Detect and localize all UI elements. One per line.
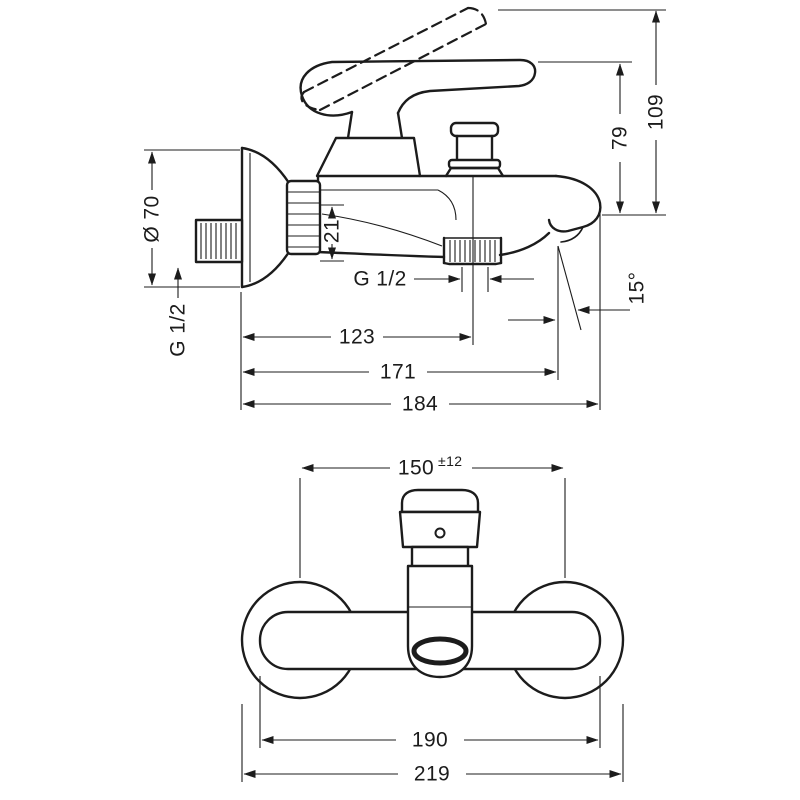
ext-150 — [299, 478, 566, 578]
wall-escutcheon — [240, 146, 322, 289]
dimension-21: 21 — [321, 206, 344, 260]
dimension-184: 184 — [242, 393, 599, 416]
aerator-knurling — [449, 240, 496, 262]
handle-neck — [346, 110, 404, 140]
dimension-171: 171 — [242, 316, 557, 384]
dim-171-label: 171 — [380, 361, 416, 384]
front-view-dimensions: 150 ±12 190 219 — [243, 453, 622, 786]
body-underside-left — [316, 250, 446, 259]
dim-dia70-label: Ø 70 — [141, 195, 164, 242]
lever-handle-outline — [299, 58, 537, 117]
handle-front — [398, 488, 482, 569]
dimension-15deg: 15° — [577, 272, 649, 314]
side-view-extension-lines — [144, 9, 666, 410]
escutcheon-cone-bottom — [240, 250, 291, 289]
dimension-dia70: Ø 70 — [141, 151, 164, 286]
spout-stream-angle-line — [557, 245, 582, 331]
dimension-79: 79 — [609, 63, 632, 214]
dimension-219: 219 — [243, 763, 622, 786]
nipple-body — [194, 218, 244, 264]
dim-150-label: 150 — [398, 457, 434, 480]
ext-219 — [241, 704, 624, 782]
side-view: 109 79 Ø 70 G 1/2 21 — [141, 6, 668, 416]
dashed-lever-bottom-line — [318, 22, 488, 112]
dim-79-label: 79 — [609, 126, 632, 150]
front-view-extension-lines — [241, 478, 624, 782]
aerator-sides — [442, 236, 503, 265]
dimension-150: 150 ±12 — [301, 453, 564, 480]
dim-109-label: 109 — [645, 94, 668, 130]
dimension-outlet-thread: G 1/2 — [353, 268, 534, 291]
front-view: 150 ±12 190 219 — [240, 453, 625, 786]
body-underside-right — [498, 231, 551, 257]
dim-150-tolerance-label: ±12 — [438, 453, 462, 469]
spout-lip-inner — [560, 226, 584, 243]
spout-nose — [547, 174, 602, 233]
dimension-109: 109 — [645, 10, 668, 214]
dim-123-label: 123 — [339, 326, 375, 349]
diverter-cap — [449, 121, 500, 138]
handle-screw-dot — [434, 527, 446, 539]
dimension-123: 123 — [242, 326, 472, 349]
dimension-inlet-thread: G 1/2 — [167, 267, 190, 357]
ext-21 — [320, 204, 344, 262]
diverter-base — [444, 166, 505, 178]
dim-190-label: 190 — [412, 729, 448, 752]
dashed-lever-top-line — [302, 6, 470, 94]
dim-15deg-label: 15° — [626, 272, 649, 305]
dim-21-label: 21 — [321, 219, 344, 243]
outlet-thread-label: G 1/2 — [353, 268, 406, 291]
handle-neck-front — [410, 545, 470, 569]
dim-184-label: 184 — [402, 393, 438, 416]
ext-190 — [259, 676, 601, 748]
wall-nipple — [194, 218, 244, 264]
dashed-lever-tip — [466, 6, 488, 26]
ext-dia70 — [144, 149, 240, 288]
ext-outlet-thread — [461, 267, 489, 292]
inlet-thread-label: G 1/2 — [167, 303, 190, 356]
handle-cap — [400, 488, 480, 514]
cartridge-housing — [315, 136, 422, 178]
handle-raised-position-dashed — [300, 6, 488, 112]
diverter-knob — [444, 121, 505, 178]
escutcheon-cone-top — [240, 146, 291, 185]
spout-opening — [411, 636, 469, 666]
dimension-190: 190 — [261, 729, 599, 752]
side-view-dimensions: 109 79 Ø 70 G 1/2 21 — [141, 10, 668, 416]
union-nut-flats — [288, 191, 319, 248]
nipple-threads — [200, 223, 237, 259]
diverter-body-sides — [455, 134, 494, 162]
dim-219-label: 219 — [414, 763, 450, 786]
waterway-curve — [437, 189, 457, 221]
dashed-lever-pivot — [300, 90, 322, 112]
